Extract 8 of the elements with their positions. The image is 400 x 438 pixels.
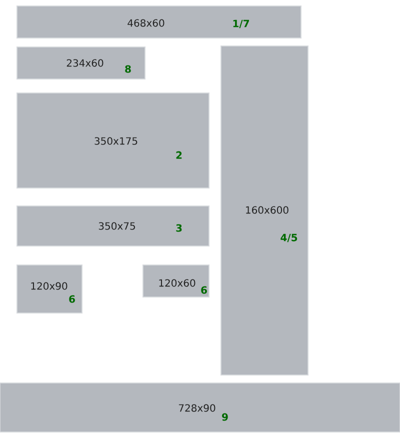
slot-number: 6 <box>69 295 75 303</box>
slot-number: 4/5 <box>280 234 298 242</box>
slot-number: 2 <box>176 151 182 159</box>
slot-number: 8 <box>125 65 131 73</box>
slot-number: 1/7 <box>233 20 249 28</box>
slot-number: 3 <box>176 224 182 232</box>
slot-number: 9 <box>222 413 228 421</box>
slot-number: 6 <box>201 286 207 294</box>
